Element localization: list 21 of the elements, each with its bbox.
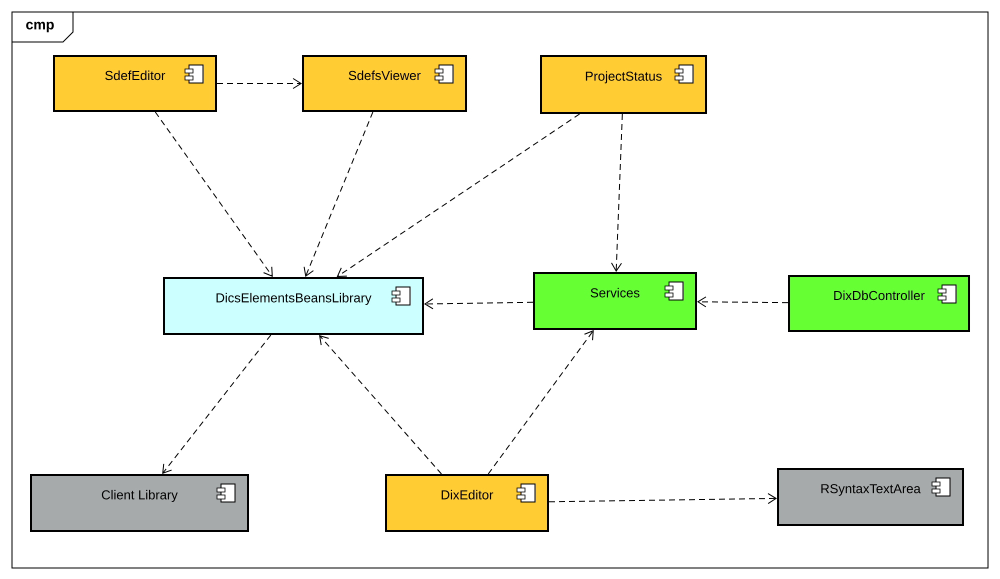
dependency-arrow — [154, 112, 273, 277]
dependency-arrow — [216, 78, 302, 89]
dependency-arrow — [319, 335, 442, 474]
dependency-arrow — [424, 298, 534, 310]
dependency-arrow — [336, 114, 580, 277]
frame-title: cmp — [26, 22, 54, 32]
dependency-arrow — [162, 334, 272, 474]
component-box: ProjectStatus — [540, 55, 708, 114]
dependency-arrow — [548, 493, 777, 504]
component-box: SdefEditor — [53, 55, 217, 112]
component-box: DixDbController — [788, 275, 970, 332]
component-box: DicsElementsBeansLibrary — [163, 277, 424, 335]
dependency-arrow — [488, 330, 594, 474]
dependency-arrow — [611, 114, 623, 272]
dependency-arrow — [304, 112, 374, 277]
component-box: Services — [533, 272, 697, 330]
dependency-arrow — [697, 296, 788, 308]
component-box: Client Library — [30, 474, 249, 532]
component-box: SdefsViewer — [302, 55, 467, 112]
component-box: DixEditor — [385, 474, 549, 532]
component-box: RSyntaxTextArea — [777, 468, 964, 526]
